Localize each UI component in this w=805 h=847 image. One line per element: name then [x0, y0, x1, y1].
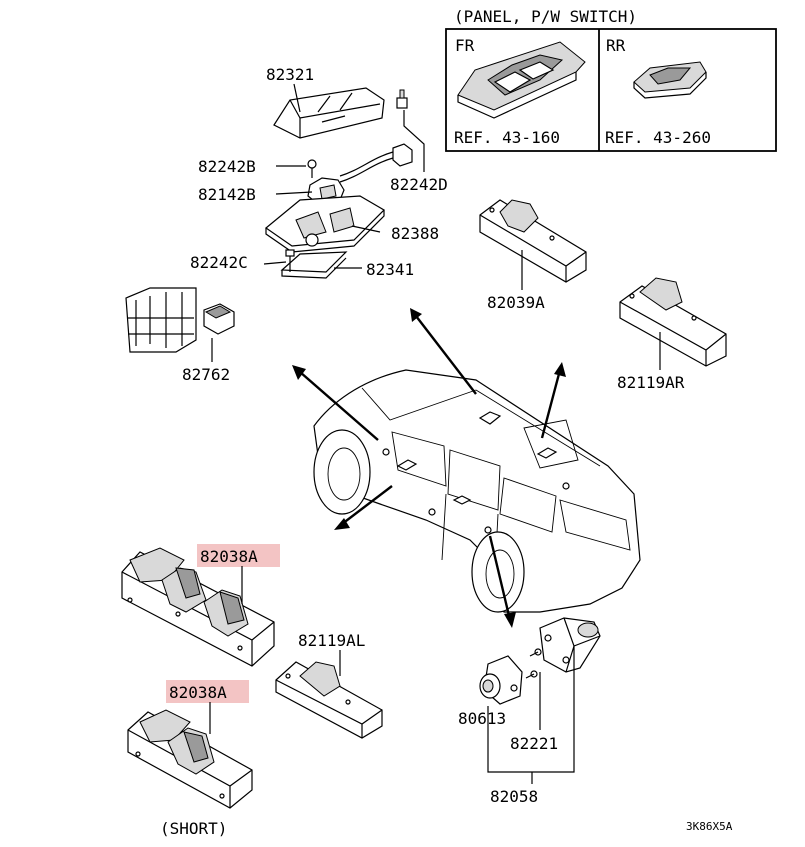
part-labels: 82321 82242B 82142B 82242D 82388 82242C …: [160, 65, 733, 838]
part-82388-base[interactable]: [265, 195, 385, 247]
label-short-note: (SHORT): [160, 819, 227, 838]
label-82388: 82388: [391, 224, 439, 243]
label-82038A-short: 82038A: [169, 683, 227, 702]
small-screw-2: [525, 670, 538, 679]
part-80613-switch[interactable]: [479, 655, 523, 705]
label-82142B: 82142B: [198, 185, 256, 204]
label-82038A-main: 82038A: [200, 547, 258, 566]
part-82039A-switch[interactable]: [479, 199, 587, 283]
small-screw-1: [529, 648, 542, 657]
rr-panel-drawing: [633, 61, 707, 99]
part-82221-switch[interactable]: [539, 617, 601, 673]
part-82341-plate[interactable]: [280, 251, 348, 273]
label-82242B: 82242B: [198, 157, 256, 176]
label-82242C: 82242C: [190, 253, 248, 272]
panel-fr-ref-link[interactable]: REF. 43-160: [454, 128, 560, 147]
part-82242C-screw[interactable]: [285, 249, 295, 272]
indicator-arrows: [292, 308, 566, 628]
panel-rr-ref-link[interactable]: REF. 43-260: [605, 128, 711, 147]
label-highlight-82038A-1: [197, 544, 280, 567]
switch-bracket-assembly: [265, 87, 413, 279]
fr-panel-drawing: [457, 41, 586, 119]
part-82762-group: [125, 287, 235, 353]
panel-box-header: (PANEL, P/W SWITCH): [454, 7, 637, 26]
label-82341: 82341: [366, 260, 414, 279]
part-82242D-screw[interactable]: [396, 89, 408, 109]
part-82119AL-switch[interactable]: [275, 661, 383, 739]
front-wheel: [313, 429, 371, 515]
label-82119AL: 82119AL: [298, 631, 365, 650]
label-82221: 82221: [510, 734, 558, 753]
diagram-code: 3K86X5A: [686, 820, 733, 833]
part-82038A-short-switch[interactable]: [127, 709, 253, 809]
leader-lines: [209, 83, 661, 784]
part-82242B-screw[interactable]: [307, 159, 317, 178]
label-82321: 82321: [266, 65, 314, 84]
panel-power-window-switch-box: (PANEL, P/W SWITCH) FR RR REF. 43-160 RE…: [445, 7, 777, 152]
part-82038A-main-switch[interactable]: [121, 547, 275, 667]
part-82119AR-switch[interactable]: [619, 277, 727, 367]
label-82242D: 82242D: [390, 175, 448, 194]
label-82039A: 82039A: [487, 293, 545, 312]
label-82119AR: 82119AR: [617, 373, 685, 392]
panel-fr-label: FR: [455, 36, 475, 55]
vehicle-outline: [313, 369, 641, 613]
label-80613: 80613: [458, 709, 506, 728]
label-82762: 82762: [182, 365, 230, 384]
label-82058: 82058: [490, 787, 538, 806]
panel-rr-label: RR: [606, 36, 626, 55]
label-highlight-82038A-2: [166, 680, 249, 703]
door-switch-group: [479, 617, 601, 705]
panel-box-frame: [445, 28, 777, 152]
